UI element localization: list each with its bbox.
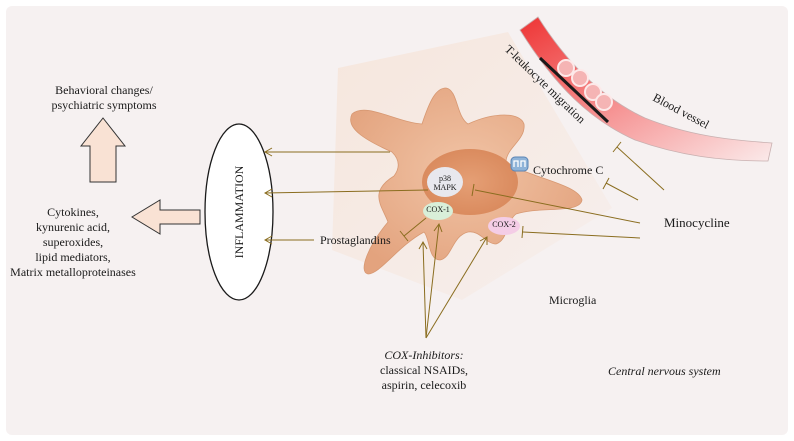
- behavioral-line1: Behavioral changes/: [55, 83, 153, 97]
- activation-arrows: [263, 147, 429, 245]
- cytokines-line4: lipid mediators,: [35, 250, 111, 264]
- inhibition-lines: [399, 141, 665, 242]
- cytochrome-c-label: Cytochrome C: [533, 163, 604, 177]
- cytokines-line3: superoxides,: [42, 235, 104, 249]
- cox-inhibitors-title: COX-Inhibitors:: [384, 348, 464, 362]
- red-blood-cells: [557, 59, 613, 111]
- cytokines-line2: kynurenic acid,: [36, 220, 110, 234]
- cox2-node: [488, 217, 520, 235]
- microglia-nucleus: [422, 149, 518, 215]
- up-arrow: [79, 117, 127, 183]
- left-arrow: [131, 199, 201, 235]
- p38-mapk-node: [427, 167, 463, 197]
- cox1-label: COX-1: [426, 205, 450, 214]
- migration-bar: [538, 56, 610, 124]
- p38-line2: MAPK: [433, 183, 457, 192]
- p38-line1: p38: [439, 174, 451, 183]
- cox-inhibitors-line3: aspirin, celecoxib: [381, 378, 467, 392]
- cytokines-line1: Cytokines,: [47, 205, 99, 219]
- microglia-label: Microglia: [549, 293, 597, 307]
- inflammation-label: INFLAMMATION: [232, 165, 246, 258]
- cytochrome-c-icon: [510, 156, 529, 172]
- p38-mapk-label: p38 MAPK: [427, 174, 463, 192]
- behavioral-label: Behavioral changes/ psychiatric symptoms: [18, 83, 190, 113]
- cox1-node: [423, 202, 453, 220]
- prostaglandins-label: Prostaglandins: [320, 233, 391, 247]
- cytokines-line5: Matrix metalloproteinases: [10, 265, 136, 279]
- cox-inhibitors-line2: classical NSAIDs,: [380, 363, 468, 377]
- minocycline-label: Minocycline: [664, 215, 730, 230]
- cns-label: Central nervous system: [608, 364, 721, 378]
- cytokines-label: Cytokines, kynurenic acid, superoxides, …: [4, 205, 142, 280]
- cox2-label: COX-2: [492, 220, 516, 229]
- cox-inhibitor-arrows: [418, 222, 488, 339]
- cox-inhibitors-label: COX-Inhibitors: classical NSAIDs, aspiri…: [356, 348, 492, 393]
- behavioral-line2: psychiatric symptoms: [51, 98, 157, 112]
- inflammation-ellipse: [204, 123, 274, 301]
